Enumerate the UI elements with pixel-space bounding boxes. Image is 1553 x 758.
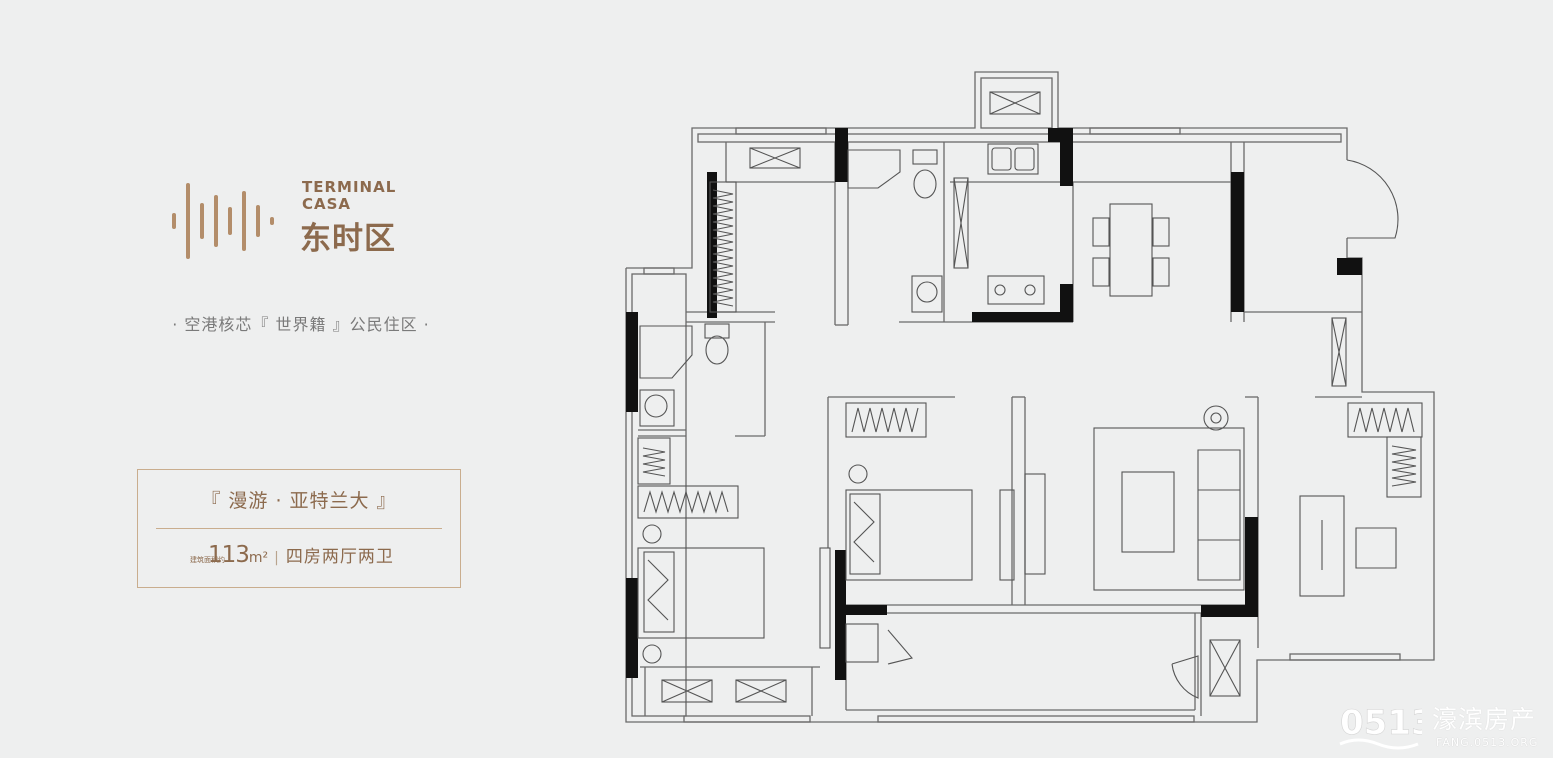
brand-en-line2: CASA <box>302 195 352 213</box>
layout-type: 四房两厅两卫 <box>285 547 394 567</box>
area-value: 113 <box>208 542 250 568</box>
brand-english-name: TERMINAL CASA <box>302 179 396 213</box>
unit-title: 『 漫游 · 亚特兰大 』 <box>201 490 397 512</box>
unit-info-box: 『 漫游 · 亚特兰大 』 建筑面积约 113 m² | 四房两厅两卫 <box>137 469 461 588</box>
slogan: · 空港核芯『 世界籍 』公民住区 · <box>172 315 430 334</box>
watermark-cn: 濠滨房产 <box>1432 705 1537 734</box>
divider <box>156 528 442 529</box>
unit-area-row: 建筑面积约 113 m² | 四房两厅两卫 <box>190 542 394 568</box>
watermark-logo-text: 0513 <box>1340 703 1422 743</box>
area-separator: | <box>274 550 279 566</box>
area-unit: m² <box>248 550 269 566</box>
sound-wave-logo-icon <box>172 183 274 259</box>
brand-en-line1: TERMINAL <box>302 178 397 196</box>
watermark-url: FANG.0513.ORG <box>1436 736 1539 749</box>
brand-chinese-name: 东时区 <box>300 221 396 257</box>
watermark-logo-icon: 0513 <box>1339 703 1422 750</box>
